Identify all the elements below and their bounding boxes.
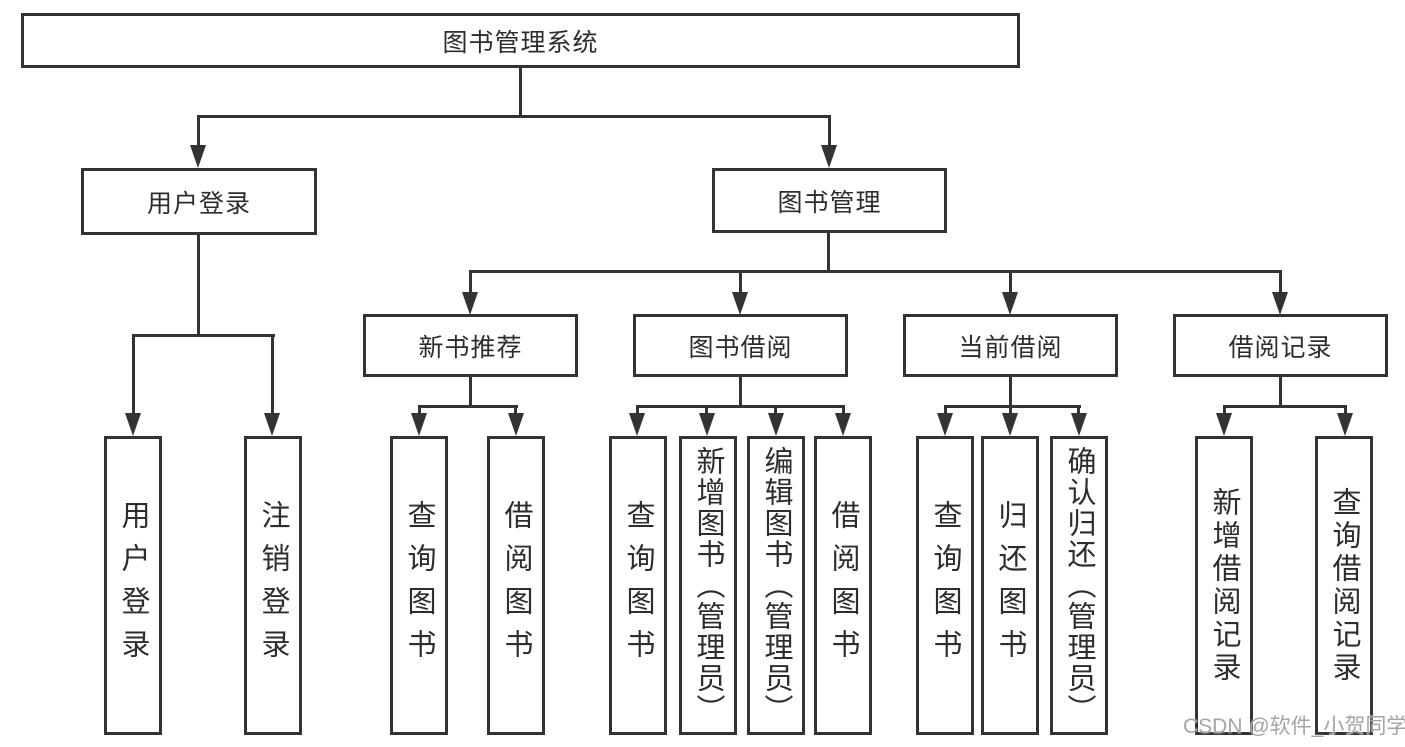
leaf-logout: 注销登录 — [244, 436, 302, 735]
edge-group3-vline — [1009, 377, 1012, 408]
arrowhead-icon — [1216, 413, 1232, 436]
leaf-query-books-3: 查询图书 — [916, 436, 974, 735]
node-label: 查询借阅记录 — [1328, 486, 1360, 685]
node-label: 借阅图书 — [500, 499, 532, 672]
edge-group1-vline — [469, 377, 472, 408]
edge-mgmt-stub — [739, 270, 742, 295]
edge-login-stub — [132, 334, 135, 418]
edge-group1-stub — [418, 405, 421, 417]
node-label: 编辑图书（管理员） — [760, 446, 792, 725]
edge-group2-stub — [705, 405, 708, 417]
edge-root-vline — [519, 68, 522, 118]
arrowhead-icon — [1071, 413, 1087, 436]
leaf-confirm-return-admin: 确认归还（管理员） — [1050, 436, 1108, 735]
leaf-borrow-books-2: 借阅图书 — [814, 436, 872, 735]
leaf-add-borrow-record: 新增借阅记录 — [1195, 436, 1253, 735]
arrowhead-icon — [1002, 292, 1018, 315]
node-label: 新增借阅记录 — [1208, 486, 1240, 685]
node-book-management: 图书管理 — [712, 168, 947, 233]
node-label: 当前借阅 — [958, 333, 1063, 362]
arrowhead-icon — [821, 145, 837, 168]
leaf-edit-book-admin: 编辑图书（管理员） — [747, 436, 805, 735]
node-root-library-system: 图书管理系统 — [21, 13, 1020, 68]
edge-root-right-stub — [828, 115, 831, 148]
node-label: 确认归还（管理员） — [1063, 446, 1095, 725]
edge-group4-hline — [1223, 405, 1347, 408]
edge-group2-stub — [842, 405, 845, 417]
arrowhead-icon — [732, 292, 748, 315]
node-label: 图书管理 — [777, 188, 882, 217]
node-new-book-recommend: 新书推荐 — [363, 314, 578, 377]
arrowhead-icon — [1002, 413, 1018, 436]
node-borrow-record: 借阅记录 — [1173, 314, 1388, 377]
node-book-borrow: 图书借阅 — [633, 314, 848, 377]
edge-group2-stub — [636, 405, 639, 417]
arrowhead-icon — [699, 413, 715, 436]
node-label: 用户登录 — [117, 499, 149, 672]
arrowhead-icon — [1272, 292, 1288, 315]
node-label: 借阅记录 — [1228, 333, 1333, 362]
edge-group3-stub — [1009, 405, 1012, 417]
edge-mgmt-vline — [827, 233, 830, 273]
edge-group2-hline — [636, 405, 845, 408]
node-label: 新增图书（管理员） — [692, 446, 724, 725]
node-label: 归还图书 — [994, 499, 1026, 672]
arrowhead-icon — [411, 413, 427, 436]
edge-mgmt-stub — [1279, 270, 1282, 295]
edge-mgmt-stub — [1009, 270, 1012, 295]
arrowhead-icon — [835, 413, 851, 436]
arrowhead-icon — [1337, 413, 1353, 436]
arrowhead-icon — [508, 413, 524, 436]
arrowhead-icon — [125, 413, 141, 436]
edge-login-vline — [197, 235, 200, 337]
node-label: 图书借阅 — [688, 333, 793, 362]
edge-group2-stub — [774, 405, 777, 417]
edge-group3-stub — [1077, 405, 1080, 417]
edge-group4-vline — [1279, 377, 1282, 408]
node-user-login: 用户登录 — [81, 168, 317, 235]
node-label: 查询图书 — [622, 499, 654, 672]
edge-group2-vline — [739, 377, 742, 408]
edge-group4-stub — [1223, 405, 1226, 417]
edge-group3-stub — [944, 405, 947, 417]
arrowhead-icon — [937, 413, 953, 436]
edge-root-left-stub — [197, 115, 200, 148]
leaf-query-books-1: 查询图书 — [390, 436, 448, 735]
edge-login-stub — [271, 334, 274, 418]
edge-login-hline — [132, 334, 275, 337]
edge-root-hline — [197, 115, 831, 118]
node-current-borrow: 当前借阅 — [903, 314, 1118, 377]
node-label: 用户登录 — [146, 189, 251, 218]
leaf-query-books-2: 查询图书 — [609, 436, 667, 735]
leaf-query-borrow-record: 查询借阅记录 — [1315, 436, 1373, 735]
node-label: 图书管理系统 — [442, 28, 599, 57]
node-label: 注销登录 — [257, 499, 289, 672]
leaf-return-books: 归还图书 — [981, 436, 1039, 735]
edge-group3-hline — [944, 405, 1081, 408]
edge-group1-hline — [418, 405, 518, 408]
edge-mgmt-hline — [469, 270, 1282, 273]
leaf-user-login: 用户登录 — [104, 436, 162, 735]
node-label: 借阅图书 — [827, 499, 859, 672]
leaf-add-book-admin: 新增图书（管理员） — [679, 436, 737, 735]
arrowhead-icon — [768, 413, 784, 436]
arrowhead-icon — [629, 413, 645, 436]
csdn-watermark: CSDN @软件_小贺同学 — [1183, 715, 1405, 738]
node-label: 查询图书 — [403, 499, 435, 672]
node-label: 查询图书 — [929, 499, 961, 672]
node-label: 新书推荐 — [418, 333, 523, 362]
edge-group4-stub — [1344, 405, 1347, 417]
arrowhead-icon — [190, 145, 206, 168]
leaf-borrow-books-1: 借阅图书 — [487, 436, 545, 735]
arrowhead-icon — [462, 292, 478, 315]
edge-mgmt-stub — [469, 270, 472, 295]
edge-group1-stub — [514, 405, 517, 417]
arrowhead-icon — [264, 413, 280, 436]
